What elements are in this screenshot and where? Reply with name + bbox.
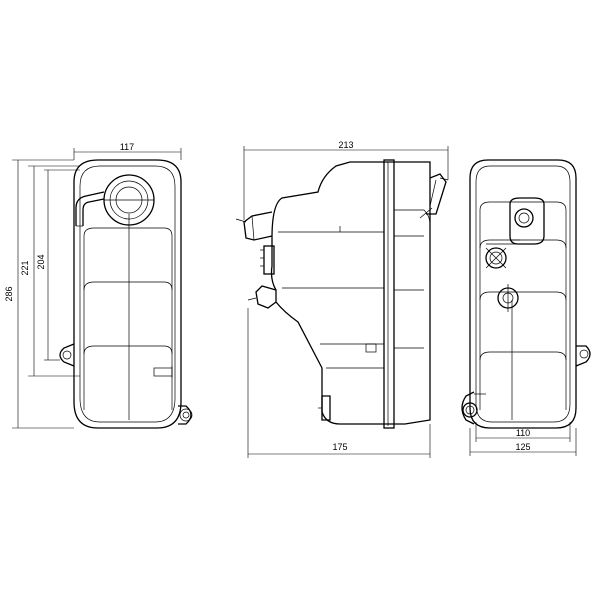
back-view: 110 125 xyxy=(461,159,591,456)
dim-side-bottom-width: 175 xyxy=(332,442,347,452)
filler-cap xyxy=(103,174,155,226)
side-connector xyxy=(260,245,275,275)
side-lower-pipe xyxy=(247,285,277,309)
dim-front-height-mid: 221 xyxy=(20,260,30,275)
side-bottom-bracket xyxy=(318,395,331,421)
front-bottom-outlet xyxy=(178,405,193,425)
dim-side-top-width: 213 xyxy=(338,140,353,150)
dim-front-width: 117 xyxy=(120,142,134,152)
back-bottom-outlet xyxy=(461,391,486,425)
back-mid-boss xyxy=(497,284,519,312)
side-view: 213 175 xyxy=(235,140,449,458)
front-view: 117 286 221 204 xyxy=(4,142,193,429)
back-mount-lug xyxy=(575,345,591,367)
dim-back-outer-width: 125 xyxy=(515,442,530,452)
side-filler-neck xyxy=(419,173,449,219)
dim-front-height-inner: 204 xyxy=(36,254,46,269)
dim-front-height-outer: 286 xyxy=(4,286,14,301)
front-mount-lug xyxy=(59,343,75,367)
back-level-sensor xyxy=(485,243,516,269)
side-upper-pipe xyxy=(235,211,273,241)
back-upper-boss xyxy=(509,197,545,245)
dim-back-inner-width: 110 xyxy=(516,428,530,438)
